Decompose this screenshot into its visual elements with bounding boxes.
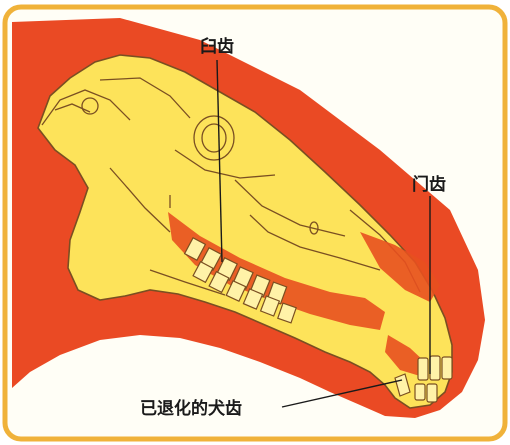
canine-label: 已退化的犬齿 [140, 398, 242, 419]
incisor-label: 门齿 [412, 174, 446, 195]
molar-label: 臼齿 [200, 36, 234, 57]
